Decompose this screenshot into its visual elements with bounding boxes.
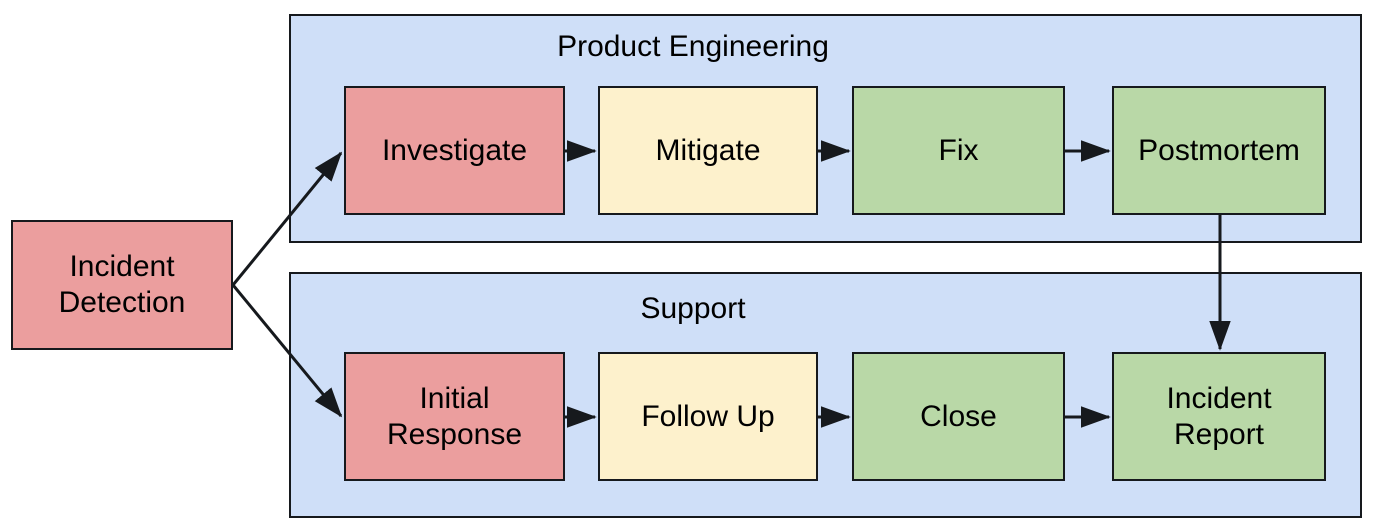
swimlane-title-product-engineering: Product Engineering [557,30,829,63]
swimlane-title-support: Support [640,292,746,325]
node-label-close: Close [920,399,997,433]
node-incident-detection[interactable]: Incident Detection [11,220,233,350]
node-investigate[interactable]: Investigate [344,86,565,215]
node-label-investigate: Investigate [381,133,528,167]
node-incident-report[interactable]: Incident Report [1112,352,1326,481]
node-label-incident-detection: Incident Detection [58,250,186,319]
node-label-initial-response: Initial Response [386,381,523,451]
node-initial-response[interactable]: Initial Response [344,352,565,481]
node-label-mitigate: Mitigate [655,133,761,167]
node-fix[interactable]: Fix [852,86,1065,215]
node-follow-up[interactable]: Follow Up [598,352,818,481]
node-label-incident-report: Incident Report [1166,381,1272,451]
node-label-fix: Fix [938,133,979,167]
node-label-postmortem: Postmortem [1138,133,1300,167]
node-mitigate[interactable]: Mitigate [598,86,818,215]
node-close[interactable]: Close [852,352,1065,481]
node-label-follow-up: Follow Up [641,399,775,433]
node-postmortem[interactable]: Postmortem [1112,86,1326,215]
